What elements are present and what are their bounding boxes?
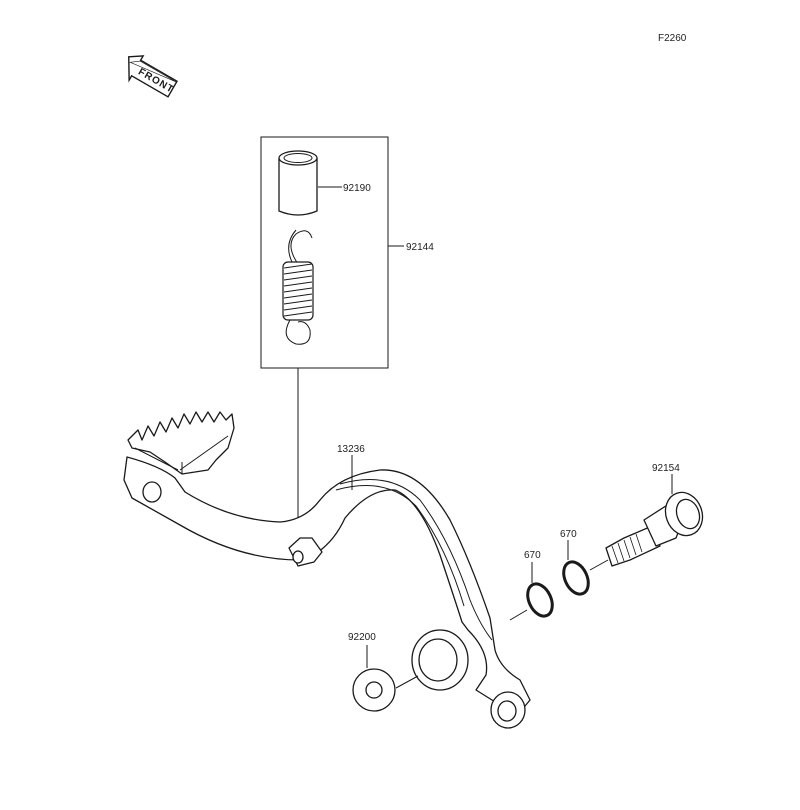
o-ring-2-part[interactable] — [559, 558, 593, 598]
part-label-o-ring-2: 670 — [560, 529, 577, 540]
part-label-washer: 92200 — [348, 632, 376, 643]
part-label-pivot-bolt: 92154 — [652, 463, 680, 474]
spring-part[interactable] — [282, 229, 314, 345]
collar-part[interactable] — [278, 150, 318, 216]
part-label-collar: 92190 — [343, 183, 371, 194]
front-arrow-icon: FRONT — [128, 55, 178, 98]
washer-part[interactable] — [352, 668, 396, 712]
spring-kit-box — [260, 136, 389, 369]
part-label-o-ring-1: 670 — [524, 550, 541, 561]
figure-code: F2260 — [658, 33, 687, 44]
part-label-brake-pedal: 13236 — [337, 444, 365, 455]
part-label-spring-kit: 92144 — [406, 242, 434, 253]
o-ring-1-part[interactable] — [523, 580, 557, 620]
pivot-bolt-part[interactable] — [605, 487, 708, 567]
brake-pedal-part[interactable] — [123, 411, 531, 729]
